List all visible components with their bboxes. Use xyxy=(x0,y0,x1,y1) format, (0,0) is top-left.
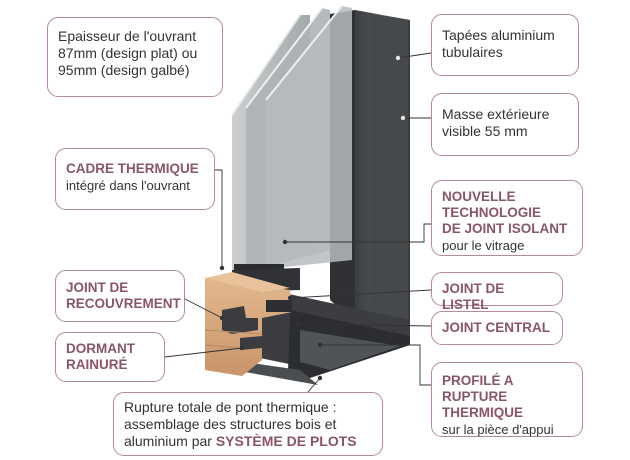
callout-nouvelle-technologie: NOUVELLE TECHNOLOGIE DE JOINT ISOLANT po… xyxy=(431,180,583,256)
recouvrement-title-1: JOINT DE xyxy=(66,280,129,295)
nouvelle-title-3: DE JOINT ISOLANT xyxy=(442,221,568,236)
callout-cadre-thermique: CADRE THERMIQUE intégré dans l'ouvrant xyxy=(55,148,215,210)
profile-sub: sur la pièce d'appui xyxy=(442,422,554,437)
rupture-line-3-highlight: SYSTÈME DE PLOTS xyxy=(215,433,357,449)
rupture-line-2: assemblage des structures bois et xyxy=(124,416,337,432)
tapees-line-2: tubulaires xyxy=(442,44,503,60)
recouvrement-title-2: RECOUVREMENT xyxy=(66,296,181,311)
epaisseur-line-1: Epaisseur de l'ouvrant xyxy=(58,28,197,44)
nouvelle-title-2: TECHNOLOGIE xyxy=(442,205,542,220)
callout-masse: Masse extérieure visible 55 mm xyxy=(431,93,579,156)
masse-line-2: visible 55 mm xyxy=(442,123,528,139)
callout-epaisseur: Epaisseur de l'ouvrant 87mm (design plat… xyxy=(47,17,223,97)
rupture-line-3-prefix: aluminium par xyxy=(124,433,216,449)
nouvelle-sub: pour le vitrage xyxy=(442,238,525,253)
cadre-title: CADRE THERMIQUE xyxy=(66,161,199,176)
dormant-title-1: DORMANT xyxy=(66,341,135,356)
triple-glazing xyxy=(231,5,352,275)
callout-rupture-pont-thermique: Rupture totale de pont thermique : assem… xyxy=(113,392,383,456)
rupture-line-1: Rupture totale de pont thermique : xyxy=(124,399,337,415)
callout-profile-rupture: PROFILÉ A RUPTURE THERMIQUE sur la pièce… xyxy=(431,362,583,437)
cadre-sub: intégré dans l'ouvrant xyxy=(66,178,190,193)
callout-joint-listel: JOINT DE LISTEL xyxy=(431,272,563,312)
leader-lines xyxy=(164,52,432,393)
central-title: JOINT CENTRAL xyxy=(442,320,550,335)
epaisseur-line-3: 95mm (design galbé) xyxy=(58,62,190,78)
epaisseur-line-2: 87mm (design plat) ou xyxy=(58,45,198,61)
dormant-title-2: RAINURÉ xyxy=(66,357,128,372)
profile-title-1: PROFILÉ A RUPTURE xyxy=(442,373,514,404)
masse-line-1: Masse extérieure xyxy=(442,106,550,122)
rupture-line-3: aluminium par SYSTÈME DE PLOTS xyxy=(124,433,372,450)
listel-title: JOINT DE LISTEL xyxy=(442,281,505,312)
profile-title-2: THERMIQUE xyxy=(442,405,523,420)
tapees-line-1: Tapées aluminium xyxy=(442,27,555,43)
wood-frame xyxy=(204,272,292,376)
nouvelle-title-1: NOUVELLE xyxy=(442,189,516,204)
callout-joint-central: JOINT CENTRAL xyxy=(431,311,563,345)
callout-tapees: Tapées aluminium tubulaires xyxy=(431,14,579,76)
callout-joint-recouvrement: JOINT DE RECOUVREMENT xyxy=(55,270,185,322)
callout-dormant-rainure: DORMANT RAINURÉ xyxy=(55,332,165,382)
